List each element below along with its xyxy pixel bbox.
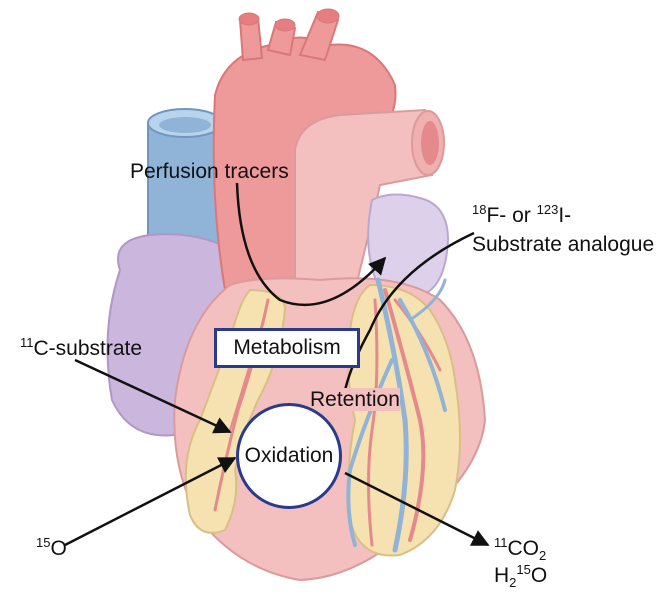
oxidation-circle: Oxidation <box>236 403 342 509</box>
oxidation-label: Oxidation <box>245 444 334 468</box>
perfusion-tracers-label: Perfusion tracers <box>130 160 289 183</box>
c11-substrate-label: 11C-substrate <box>20 336 142 360</box>
o15-label: 15O <box>36 536 67 560</box>
retention-label: Retention <box>310 388 400 411</box>
co2-water-label: 11CO2 H215O <box>494 536 547 591</box>
substrate-analogue-label: 18F- or 123I- Substrate analogue <box>472 203 654 256</box>
metabolism-box: Metabolism <box>214 328 360 368</box>
